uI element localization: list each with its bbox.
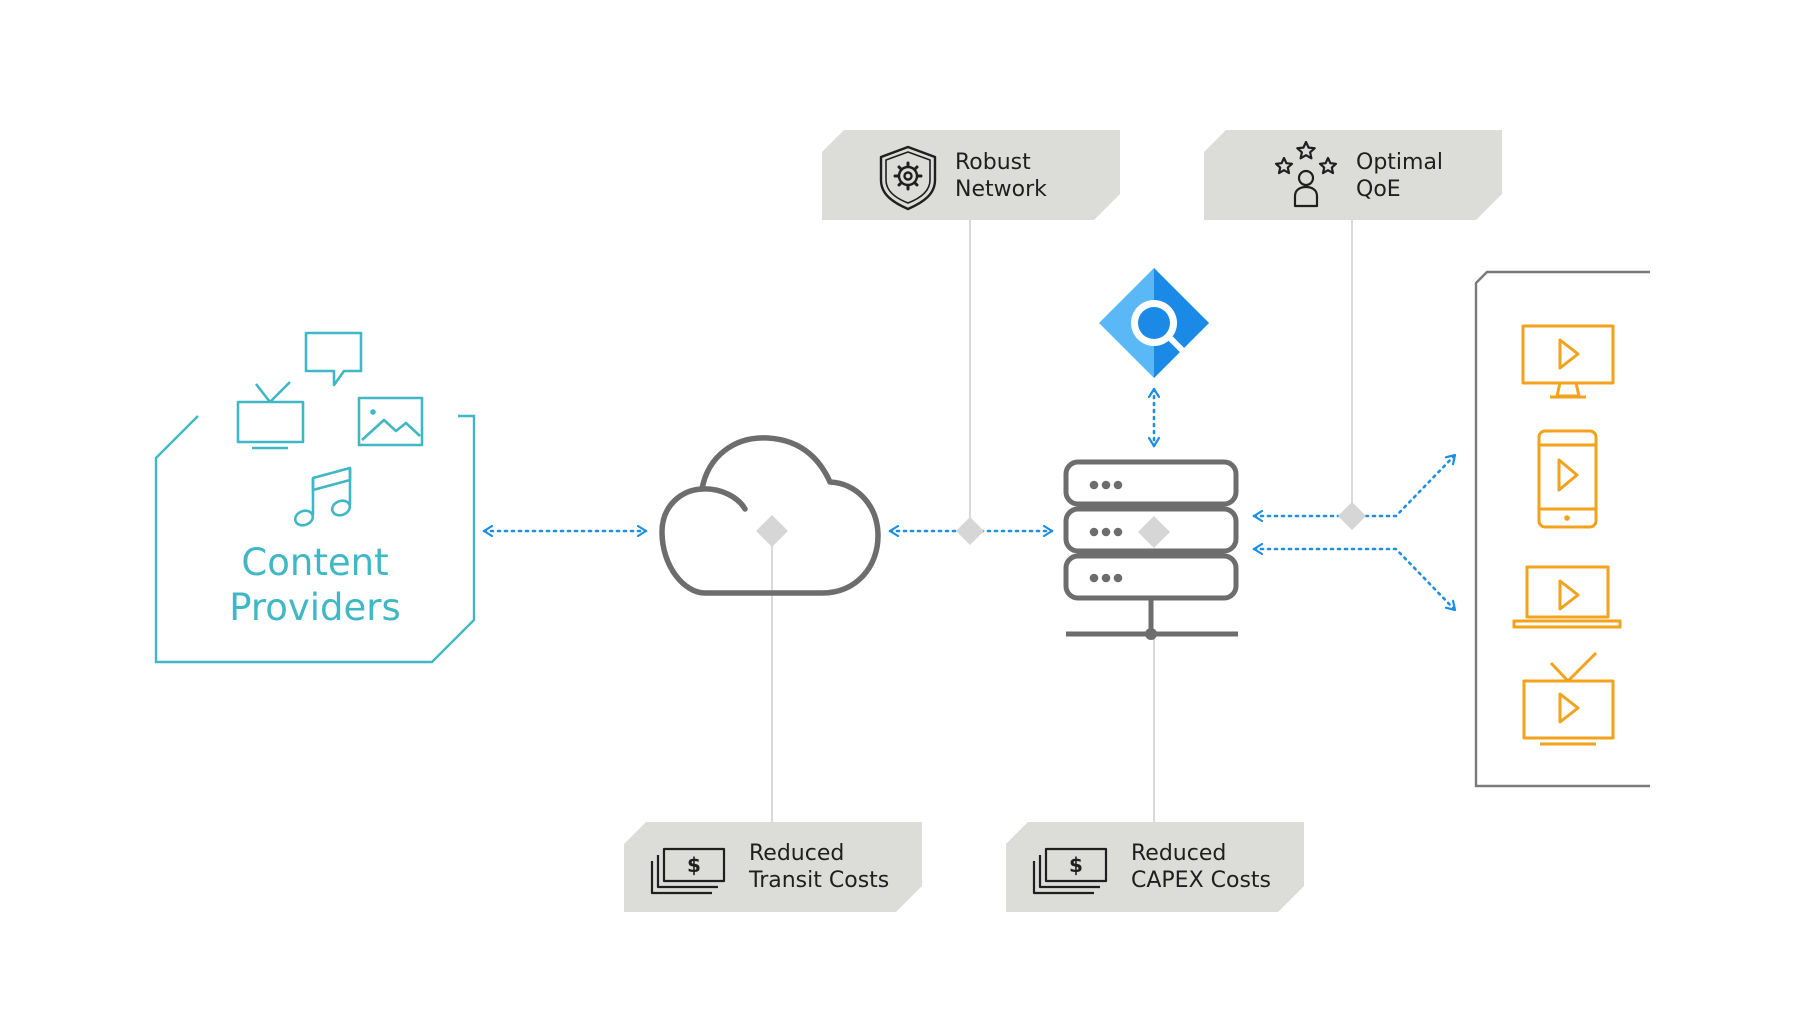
devices-frame [1474, 270, 1650, 788]
monitor-icon [1521, 324, 1615, 399]
svg-text:$: $ [1069, 853, 1083, 877]
robust-network-label-line2: Network [955, 177, 1047, 202]
image-icon [357, 396, 424, 447]
robust-network-label-line1: Robust [955, 150, 1031, 175]
server-icon [1063, 459, 1239, 640]
capex-costs-label-line1: Reduced [1131, 841, 1227, 866]
capex-costs-box [1006, 822, 1304, 912]
leader-lines [771, 220, 1353, 822]
optimal-qoe-label-line1: Optimal [1356, 150, 1444, 175]
user-stars-icon [1274, 140, 1338, 208]
tv-icon [1522, 651, 1615, 746]
content-providers-frame [154, 414, 476, 664]
transit-costs-box [624, 822, 922, 912]
content-providers-label-line1: Content [241, 541, 389, 584]
cash-icon: $ [650, 847, 726, 895]
svg-text:$: $ [687, 853, 701, 877]
shield-gear-icon [879, 145, 937, 211]
optimal-qoe-box [1204, 130, 1502, 220]
chat-bubble-icon [304, 331, 363, 387]
laptop-icon [1512, 565, 1622, 629]
transit-costs-label-line2: Transit Costs [749, 868, 890, 893]
logo-icon [1099, 268, 1209, 378]
connection-diamonds [756, 502, 1366, 548]
optimal-qoe-label-line2: QoE [1356, 177, 1401, 202]
cash-icon: $ [1032, 847, 1108, 895]
smartphone-icon [1537, 429, 1598, 529]
transit-costs-label-line1: Reduced [749, 841, 845, 866]
cloud-icon [659, 435, 881, 596]
music-note-icon [293, 466, 352, 527]
server-status-dots [1089, 480, 1123, 583]
content-providers-label-line2: Providers [229, 586, 401, 629]
connector-arrows [482, 387, 1457, 612]
tv-icon [236, 381, 305, 450]
capex-costs-label-line2: CAPEX Costs [1131, 868, 1272, 893]
